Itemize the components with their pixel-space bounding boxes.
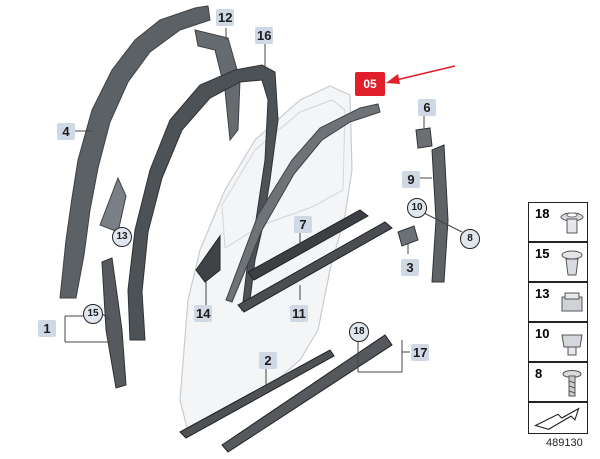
callout-16[interactable]: 16 [255,27,274,44]
clip-icon [561,250,583,276]
part-17-sill [221,334,393,453]
screw-icon [562,370,582,397]
circled-13[interactable]: 13 [112,227,132,247]
circled-10[interactable]: 10 [407,198,427,218]
part-4-seal [59,5,211,299]
callout-1[interactable]: 1 [38,320,56,337]
part-05-strip [225,103,381,303]
circled-8[interactable]: 8 [460,229,480,249]
callout-6[interactable]: 6 [418,99,436,116]
legend-number: 18 [535,206,550,221]
part-7-strip [247,209,369,281]
legend-item-8[interactable]: 8 [528,362,588,402]
callout-12[interactable]: 12 [216,9,235,26]
legend-item-15[interactable]: 15 [528,242,588,282]
legend-number: 8 [535,366,543,381]
callout-9[interactable]: 9 [402,171,420,188]
window-frame [221,99,346,249]
callout-2[interactable]: 2 [259,352,277,369]
legend-number: 15 [535,246,550,261]
part-14-trim [195,234,221,283]
orientation-arrow-icon [533,407,580,430]
legend-number: 10 [535,326,550,341]
part-3-bracket [397,225,419,247]
part-12-seal [194,29,241,142]
callout-05[interactable]: 05 [355,72,385,96]
circled-18[interactable]: 18 [349,322,369,342]
callout-3[interactable]: 3 [401,259,419,276]
callout-17[interactable]: 17 [411,344,430,361]
part-6-cap [415,127,433,149]
circled-15[interactable]: 15 [83,304,103,324]
legend-number: 13 [535,286,550,301]
callout-14[interactable]: 14 [194,305,213,322]
part-13-trim [99,176,127,233]
push-rivet-icon [560,212,584,234]
legend-item-13[interactable]: 13 [528,282,588,322]
highlight-arrow [386,65,456,84]
diagram-id-number: 489130 [546,437,583,449]
clip-nut-icon [561,292,583,312]
leader-lines [64,28,463,385]
part-2-strip [179,349,335,439]
callout-7[interactable]: 7 [294,216,312,233]
part-9-pillar [431,144,449,283]
clip-retainer-icon [561,334,583,356]
callout-11[interactable]: 11 [290,305,308,322]
legend-item-10[interactable]: 10 [528,322,588,362]
part-1-pillar [101,257,127,389]
legend-item-18[interactable]: 18 [528,202,588,242]
callout-4[interactable]: 4 [57,123,75,140]
legend-orientation-arrow [528,402,588,434]
part-11-strip [237,221,393,313]
